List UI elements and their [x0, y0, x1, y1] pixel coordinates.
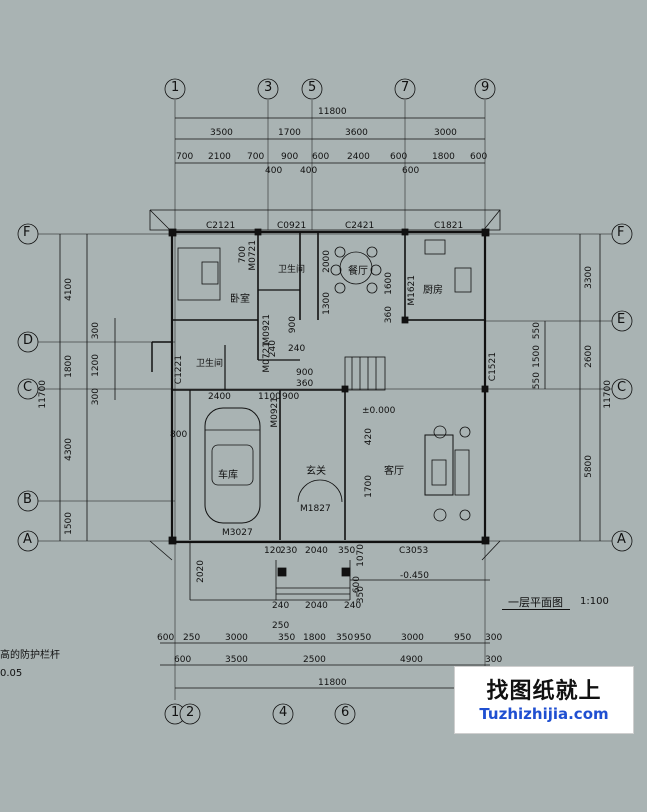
- rail-note: 高的防护栏杆: [0, 650, 60, 661]
- plan-title-underline: [502, 609, 570, 610]
- plan-title: 一层平面图: [508, 596, 563, 609]
- level-note: 0.05: [0, 668, 23, 679]
- watermark-logo: 找图纸就上 Tuzhizhijia.com: [454, 666, 634, 734]
- watermark-url: Tuzhizhijia.com: [479, 705, 609, 723]
- plan-scale: 1:100: [580, 596, 609, 607]
- watermark-chinese: 找图纸就上: [486, 679, 602, 704]
